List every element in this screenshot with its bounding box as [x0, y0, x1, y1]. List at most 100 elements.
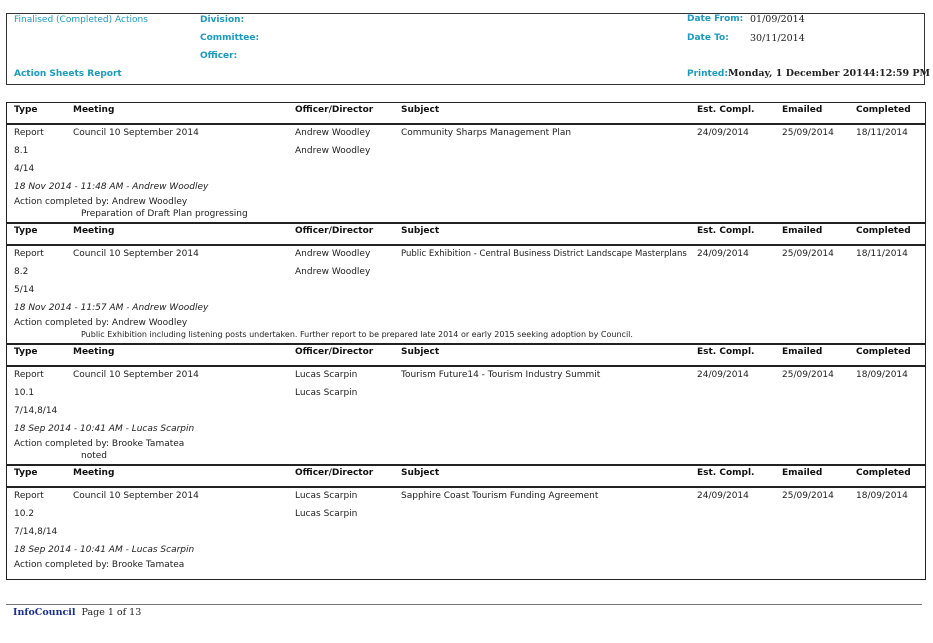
record-subject: Tourism Future14 - Tourism Industry Summ…: [401, 370, 601, 380]
record-director: Andrew Woodley: [295, 267, 371, 277]
col-officer: Officer/Director: [295, 347, 374, 357]
column-header-row: Type Meeting Officer/Director Subject Es…: [7, 103, 925, 125]
action-record: Type Meeting Officer/Director Subject Es…: [7, 103, 925, 222]
record-est-compl: 24/09/2014: [697, 491, 749, 501]
record-meeting: Council 10 September 2014: [73, 249, 199, 259]
col-subject: Subject: [401, 468, 440, 478]
record-subject: Sapphire Coast Tourism Funding Agreement: [401, 491, 599, 501]
action-record: Type Meeting Officer/Director Subject Es…: [7, 464, 925, 572]
record-ref-row: 4/14: [7, 161, 925, 179]
page-footer: InfoCouncil Page 1 of 13: [13, 607, 141, 618]
footer-divider: [6, 604, 922, 605]
col-officer: Officer/Director: [295, 226, 374, 236]
col-emailed: Emailed: [782, 105, 823, 115]
col-subject: Subject: [401, 226, 440, 236]
record-est-compl: 24/09/2014: [697, 249, 749, 259]
record-timestamp-row: 18 Nov 2014 - 11:57 AM - Andrew Woodley: [7, 300, 925, 317]
col-emailed: Emailed: [782, 347, 823, 357]
col-subject: Subject: [401, 105, 440, 115]
record-item-row: 10.1 Lucas Scarpin: [7, 385, 925, 403]
record-completed: 18/11/2014: [856, 128, 908, 138]
record-main-row: Report Council 10 September 2014 Lucas S…: [7, 367, 925, 385]
committee-label: Committee:: [200, 33, 260, 43]
record-note: noted: [81, 451, 107, 461]
col-est-compl: Est. Compl.: [697, 468, 755, 478]
record-officer: Andrew Woodley: [295, 128, 371, 138]
record-emailed: 25/09/2014: [782, 370, 834, 380]
printed-label: Printed:: [687, 69, 728, 79]
col-est-compl: Est. Compl.: [697, 226, 755, 236]
record-officer: Andrew Woodley: [295, 249, 371, 259]
record-ref-row: 7/14,8/14: [7, 403, 925, 421]
col-officer: Officer/Director: [295, 468, 374, 478]
date-to-value: 30/11/2014: [750, 33, 805, 44]
date-from-value: 01/09/2014: [750, 14, 805, 25]
record-completed-by-row: Action completed by: Brooke Tamatea: [7, 559, 925, 572]
record-timestamp: 18 Nov 2014 - 11:57 AM - Andrew Woodley: [14, 303, 209, 313]
record-director: Lucas Scarpin: [295, 509, 358, 519]
report-type: Finalised (Completed) Actions: [14, 15, 148, 25]
record-item-number: 10.1: [14, 388, 35, 398]
record-timestamp: 18 Sep 2014 - 10:41 AM - Lucas Scarpin: [14, 424, 195, 434]
record-completed-by: Action completed by: Andrew Woodley: [14, 197, 188, 207]
col-est-compl: Est. Compl.: [697, 105, 755, 115]
column-header-row: Type Meeting Officer/Director Subject Es…: [7, 224, 925, 246]
footer-brand: InfoCouncil: [13, 607, 76, 618]
record-subject: Public Exhibition - Central Business Dis…: [401, 249, 687, 259]
record-reference: 5/14: [14, 285, 35, 295]
record-meeting: Council 10 September 2014: [73, 370, 199, 380]
column-header-row: Type Meeting Officer/Director Subject Es…: [7, 466, 925, 488]
record-completed-by: Action completed by: Andrew Woodley: [14, 318, 188, 328]
record-timestamp-row: 18 Nov 2014 - 11:48 AM - Andrew Woodley: [7, 179, 925, 196]
record-reference: 4/14: [14, 164, 35, 174]
record-officer: Lucas Scarpin: [295, 370, 358, 380]
page-number: Page 1 of 13: [81, 607, 142, 618]
record-note: Preparation of Draft Plan progressing: [81, 209, 248, 219]
col-meeting: Meeting: [73, 226, 115, 236]
record-note-row: Preparation of Draft Plan progressing: [7, 209, 925, 222]
record-type: Report: [14, 491, 44, 501]
record-est-compl: 24/09/2014: [697, 370, 749, 380]
record-meeting: Council 10 September 2014: [73, 128, 199, 138]
record-completed: 18/09/2014: [856, 370, 908, 380]
record-timestamp-row: 18 Sep 2014 - 10:41 AM - Lucas Scarpin: [7, 542, 925, 559]
record-timestamp-row: 18 Sep 2014 - 10:41 AM - Lucas Scarpin: [7, 421, 925, 438]
record-timestamp: 18 Sep 2014 - 10:41 AM - Lucas Scarpin: [14, 545, 195, 555]
col-completed: Completed: [856, 226, 911, 236]
record-reference: 7/14,8/14: [14, 527, 58, 537]
date-from-label: Date From:: [687, 14, 744, 24]
col-meeting: Meeting: [73, 105, 115, 115]
printed-time: 4:12:59 PM: [869, 68, 931, 79]
officer-label: Officer:: [200, 51, 238, 61]
record-subject: Community Sharps Management Plan: [401, 128, 572, 138]
col-est-compl: Est. Compl.: [697, 347, 755, 357]
col-subject: Subject: [401, 347, 440, 357]
record-ref-row: 7/14,8/14: [7, 524, 925, 542]
printed-date: Monday, 1 December 2014: [728, 68, 870, 79]
record-completed-by-row: Action completed by: Andrew Woodley: [7, 317, 925, 330]
record-completed: 18/09/2014: [856, 491, 908, 501]
record-note: Public Exhibition including listening po…: [81, 330, 633, 339]
record-item-row: 8.2 Andrew Woodley: [7, 264, 925, 282]
date-to-label: Date To:: [687, 33, 729, 43]
record-main-row: Report Council 10 September 2014 Andrew …: [7, 125, 925, 143]
record-director: Andrew Woodley: [295, 146, 371, 156]
record-item-number: 8.2: [14, 267, 29, 277]
record-completed-by-row: Action completed by: Andrew Woodley: [7, 196, 925, 209]
record-completed-by-row: Action completed by: Brooke Tamatea: [7, 438, 925, 451]
record-type: Report: [14, 128, 44, 138]
record-meeting: Council 10 September 2014: [73, 491, 199, 501]
record-director: Lucas Scarpin: [295, 388, 358, 398]
record-completed-by: Action completed by: Brooke Tamatea: [14, 560, 185, 570]
record-item-row: 8.1 Andrew Woodley: [7, 143, 925, 161]
col-emailed: Emailed: [782, 468, 823, 478]
record-item-number: 8.1: [14, 146, 29, 156]
record-reference: 7/14,8/14: [14, 406, 58, 416]
record-officer: Lucas Scarpin: [295, 491, 358, 501]
report-header: Finalised (Completed) Actions Action She…: [6, 13, 930, 85]
record-completed-by: Action completed by: Brooke Tamatea: [14, 439, 185, 449]
col-emailed: Emailed: [782, 226, 823, 236]
division-label: Division:: [200, 15, 245, 25]
record-completed: 18/11/2014: [856, 249, 908, 259]
col-completed: Completed: [856, 347, 911, 357]
